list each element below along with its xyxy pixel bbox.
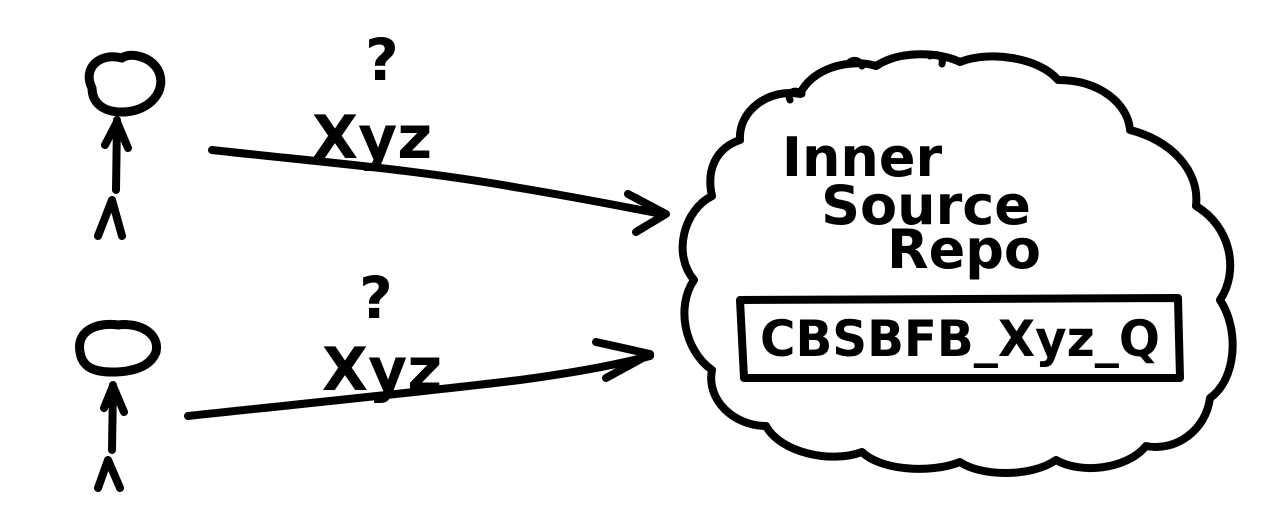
repo-title-line2: Source (821, 174, 1031, 237)
connection-1-question: ? (365, 26, 399, 94)
repo-cloud (678, 50, 1237, 477)
person-2 (75, 319, 161, 492)
person-1 (84, 50, 166, 240)
arrow-1-shaft (208, 146, 666, 218)
arrow-1 (208, 146, 670, 236)
connection-2-question: ? (359, 264, 393, 332)
repo-item-border (736, 294, 1184, 382)
repo-item-label: CBSBFB_Xyz_Q (760, 310, 1160, 368)
repo-item-box: CBSBFB_Xyz_Q (736, 294, 1184, 382)
connection-2-label: Xyz (322, 335, 442, 405)
cloud-curl-detail (785, 50, 946, 104)
person-2-head (75, 319, 161, 377)
person-1-body (94, 116, 132, 240)
arrow-2-head (592, 338, 654, 382)
person-1-head (84, 50, 166, 117)
arrow-2 (184, 338, 654, 420)
repo-title-line3: Repo (887, 218, 1041, 281)
repo-title-line1: Inner (782, 126, 943, 189)
connection-1-label: Xyz (312, 103, 432, 173)
arrow-2-shaft (184, 352, 654, 420)
arrow-1-head (624, 190, 670, 236)
person-2-body (94, 381, 128, 492)
